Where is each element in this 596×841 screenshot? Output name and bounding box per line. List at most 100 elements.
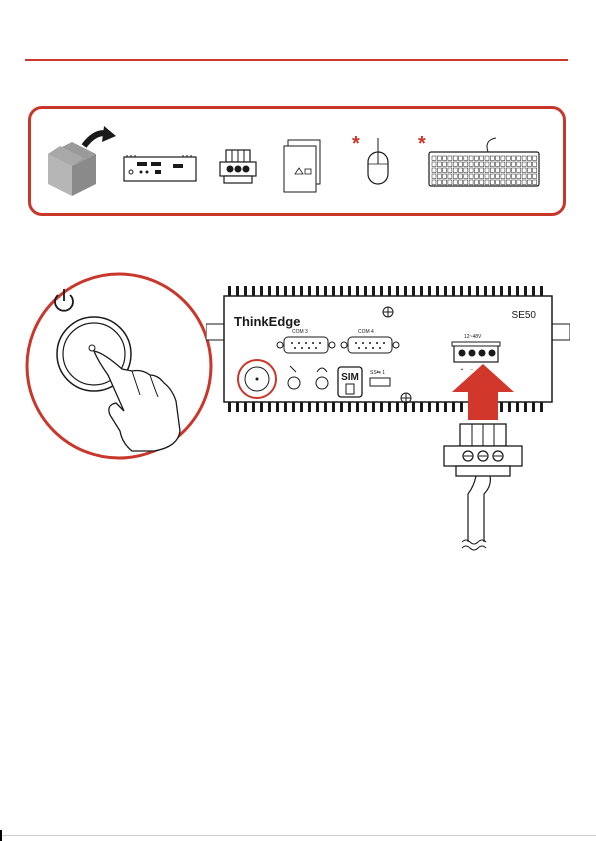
keyboard-key <box>512 168 516 173</box>
keyboard-key <box>501 174 505 179</box>
keyboard-key <box>464 168 468 173</box>
keyboard-key <box>443 156 447 161</box>
heatsink-fin <box>492 286 495 296</box>
keyboard-key <box>448 180 452 185</box>
keyboard-key <box>496 180 500 185</box>
keyboard-key <box>512 162 516 167</box>
keyboard-key <box>496 168 500 173</box>
heatsink-fin <box>516 286 519 296</box>
keyboard-key <box>443 162 447 167</box>
heatsink-fin <box>292 402 295 412</box>
heatsink-fin <box>308 286 311 296</box>
heatsink-fin <box>460 286 463 296</box>
keyboard-key <box>485 180 489 185</box>
keyboard-key <box>474 180 478 185</box>
heatsink-fin <box>380 402 383 412</box>
heatsink-fin <box>404 402 407 412</box>
keyboard-key <box>527 180 531 185</box>
keyboard-key <box>469 180 473 185</box>
heatsink-fin <box>356 286 359 296</box>
heatsink-fin <box>364 286 367 296</box>
keyboard-key <box>480 174 484 179</box>
keyboard-key <box>501 168 505 173</box>
usb-label: SS⇆ 1 <box>370 370 385 376</box>
heatsink-fin <box>356 402 359 412</box>
heatsink-fin <box>348 286 351 296</box>
keyboard-key <box>448 174 452 179</box>
keyboard-key <box>517 174 521 179</box>
heatsink-fin <box>428 402 431 412</box>
keyboard-key <box>459 156 463 161</box>
com3-label: COM 3 <box>292 329 308 335</box>
heatsink-fin <box>540 286 543 296</box>
keyboard-key <box>527 168 531 173</box>
heatsink-fin <box>436 286 439 296</box>
heatsink-fin <box>236 286 239 296</box>
keyboard-key <box>453 162 457 167</box>
power-range-label: 12~48V <box>464 334 482 340</box>
keyboard-key <box>506 162 510 167</box>
heatsink-fin <box>452 286 455 296</box>
heatsink-fin <box>404 286 407 296</box>
keyboard-key <box>437 156 441 161</box>
heatsink-fin <box>476 286 479 296</box>
keyboard-key <box>501 180 505 185</box>
heatsink-fin <box>228 402 231 412</box>
heatsink-fin <box>444 286 447 296</box>
keyboard-key <box>469 156 473 161</box>
keyboard-key <box>480 156 484 161</box>
keyboard-key <box>474 168 478 173</box>
heatsink-fin <box>332 402 335 412</box>
heatsink-fin <box>428 286 431 296</box>
heatsink-fin <box>420 286 423 296</box>
keyboard-key <box>432 174 436 179</box>
heatsink-fin <box>332 286 335 296</box>
heatsink-fin <box>340 286 343 296</box>
keyboard-key <box>480 180 484 185</box>
heatsink-fin <box>268 402 271 412</box>
keyboard-key <box>453 174 457 179</box>
corner-mark <box>0 830 2 841</box>
keyboard-key <box>485 174 489 179</box>
heatsink-fin <box>372 402 375 412</box>
keyboard-key <box>469 162 473 167</box>
keyboard-key <box>464 174 468 179</box>
brand-label: ThinkEdge <box>234 314 300 329</box>
keyboard-key <box>469 168 473 173</box>
keyboard-key <box>474 174 478 179</box>
keyboard-key <box>485 162 489 167</box>
keyboard-key <box>517 162 521 167</box>
keyboard-icon <box>428 134 540 188</box>
keyboard-key <box>501 162 505 167</box>
heatsink-fin <box>508 286 511 296</box>
heatsink-fin <box>244 286 247 296</box>
keyboard-key <box>453 180 457 185</box>
keyboard-key <box>443 168 447 173</box>
heatsink-fin <box>396 286 399 296</box>
heatsink-fin <box>236 402 239 412</box>
keyboard-key <box>437 168 441 173</box>
heatsink-fin <box>468 286 471 296</box>
unbox-icon <box>44 124 116 200</box>
keyboard-key <box>453 168 457 173</box>
keyboard-key <box>437 180 441 185</box>
keyboard-key <box>432 156 436 161</box>
keyboard-key <box>464 180 468 185</box>
optional-mark-mouse: * <box>352 134 360 154</box>
heatsink-fin <box>388 402 391 412</box>
heatsink-fin <box>252 286 255 296</box>
keyboard-key <box>480 168 484 173</box>
heatsink-fin <box>524 286 527 296</box>
heatsink-fin <box>300 286 303 296</box>
heatsink-fin <box>316 402 319 412</box>
keyboard-key <box>453 156 457 161</box>
keyboard-key <box>474 156 478 161</box>
keyboard-key <box>512 180 516 185</box>
keyboard-key <box>533 174 537 179</box>
keyboard-key <box>432 162 436 167</box>
heatsink-fin <box>396 402 399 412</box>
keyboard-key <box>474 162 478 167</box>
model-label: SE50 <box>512 310 537 321</box>
keyboard-key <box>533 180 537 185</box>
heatsink-fin <box>380 286 383 296</box>
